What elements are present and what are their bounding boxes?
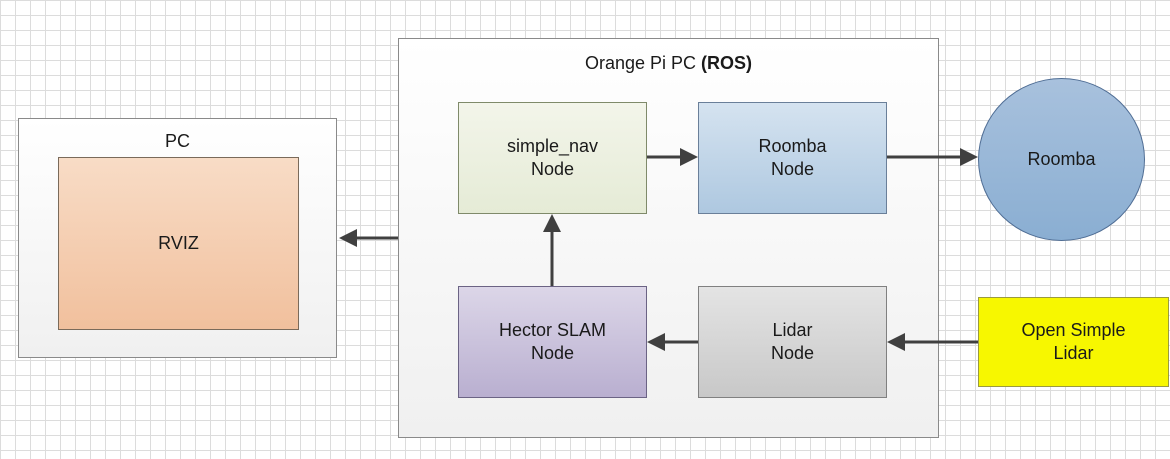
arrowhead-roomba-node-to-roomba: [960, 148, 978, 166]
roomba-circle: Roomba: [978, 78, 1145, 241]
simple-nav-node: simple_nav Node: [458, 102, 647, 214]
roomba-node: Roomba Node: [698, 102, 887, 214]
hector-slam-sublabel: Node: [530, 343, 575, 363]
ros-title-bold: (ROS): [701, 53, 753, 73]
orange-pi-frame-title: Orange Pi PC (ROS): [399, 53, 938, 74]
roomba-node-sublabel: Node: [770, 159, 815, 179]
lidar-node-label: Lidar: [772, 320, 813, 340]
hector-slam-label: Hector SLAM: [498, 320, 607, 340]
open-simple-lidar-box: Open Simple Lidar: [978, 297, 1169, 387]
pc-frame-title: PC: [164, 131, 190, 151]
rviz-box: RVIZ: [58, 157, 299, 330]
arrowhead-ros-to-pc: [339, 229, 357, 247]
open-simple-lidar-label: Open Simple: [1021, 320, 1126, 340]
roomba-label: Roomba: [1027, 149, 1096, 169]
simple-nav-sublabel: Node: [530, 159, 575, 179]
lidar-node: Lidar Node: [698, 286, 887, 398]
hector-slam-node: Hector SLAM Node: [458, 286, 647, 398]
rviz-label: RVIZ: [158, 233, 199, 253]
roomba-node-label: Roomba: [758, 136, 827, 156]
simple-nav-label: simple_nav: [506, 136, 599, 156]
lidar-node-sublabel: Node: [770, 343, 815, 363]
orange-pi-title-text: Orange Pi PC: [584, 53, 697, 73]
open-simple-lidar-sublabel: Lidar: [1053, 343, 1094, 363]
